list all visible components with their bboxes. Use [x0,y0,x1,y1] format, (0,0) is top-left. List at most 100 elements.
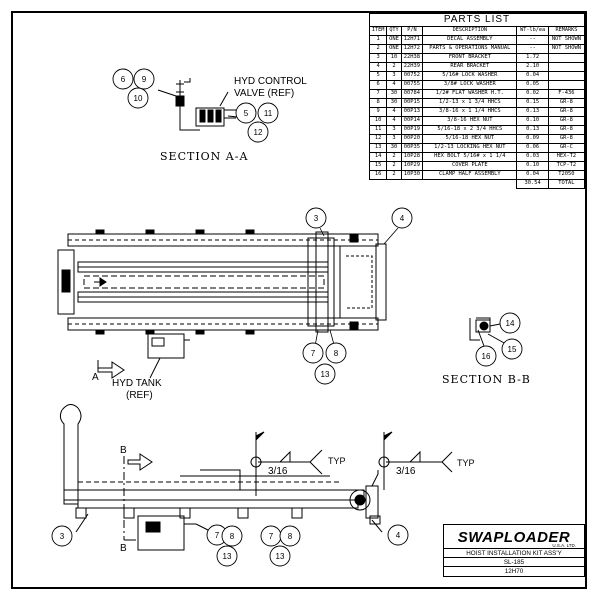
parts-cell: 3/8# LOCK WASHER [422,80,518,90]
balloon-4-plan: 4 [400,214,405,223]
parts-cell: 3 [368,53,388,63]
parts-cell: COVER PLATE [422,161,518,171]
parts-cell: GR-C [547,143,586,153]
company-logo: SWAPLOADER [457,528,571,546]
leader-lines [313,227,399,353]
parts-cell: 00P19 [400,125,424,135]
parts-cell: 1.72 [516,53,549,63]
balloon-9: 9 [142,75,147,84]
parts-cell: 5/16-18 HEX NUT [422,134,518,144]
hyd-tank-label-2: (REF) [126,390,153,401]
parts-cell: GR-8 [547,134,586,144]
balloon-7-side-b: 7 [269,532,274,541]
parts-cell: 1/2-13 LOCKING HEX NUT [422,143,518,153]
balloon-15: 15 [508,345,517,354]
parts-cell: GR-8 [547,125,586,135]
balloon-3-plan: 3 [314,214,319,223]
balloon-numbers: 6 9 10 5 11 12 3 4 7 8 13 14 16 15 3 4 7… [60,75,517,561]
parts-cell [547,80,586,90]
balloon-13-plan: 13 [321,370,330,379]
section-arrow-b-label-top: B [120,445,127,456]
balloon-10: 10 [134,94,143,103]
parts-cell: NOT SHOWN [547,35,586,45]
parts-cell: 00784 [400,89,424,99]
parts-total-spacer [370,180,387,189]
parts-cell: 2 [386,161,402,171]
parts-cell: 00P14 [400,116,424,126]
parts-cell: GR-8 [547,116,586,126]
parts-cell: 0.10 [516,116,549,126]
weld-typ-left: TYP [328,456,346,466]
parts-cell: 0.02 [516,89,549,99]
side-view-frame [59,404,453,551]
balloon-8-side-a: 8 [230,532,235,541]
parts-cell: 7 [368,89,388,99]
parts-cell: 00752 [400,71,424,81]
parts-cell: 22H38 [400,53,424,63]
view-labels: HYD CONTROL VALVE (REF) SECTION A-A SECT… [92,76,531,554]
parts-cell: 00P15 [400,98,424,108]
logo-box: SWAPLOADER U.S.A. LTD. [443,524,585,549]
balloons [51,68,523,567]
weld-typ-right: TYP [457,458,475,468]
parts-cell: 10 [386,53,402,63]
balloon-4-side: 4 [396,531,401,540]
parts-cell: 12H72 [400,44,424,54]
parts-cell: 0.05 [516,80,549,90]
company-logo-sub: U.S.A. LTD. [552,543,576,548]
parts-cell: 0.13 [516,107,549,117]
parts-cell: 12H71 [400,35,424,45]
parts-cell [547,71,586,81]
hyd-control-label-2: VALVE (REF) [234,88,294,99]
parts-cell: 15 [368,161,388,171]
parts-cell [547,62,586,72]
balloon-8-side-b: 8 [288,532,293,541]
parts-col-header: ITEM [368,26,388,36]
section-aa-label: SECTION A-A [160,150,248,163]
parts-total-spacer [423,180,517,189]
parts-cell: F-436 [547,89,586,99]
parts-cell: DECAL ASSEMBLY [422,35,518,45]
parts-cell: 10P30 [400,170,424,180]
balloon-7-side-a: 7 [215,531,220,540]
parts-cell: 5/16# LOCK WASHER [422,71,518,81]
section-bb-label: SECTION B-B [442,373,531,386]
parts-cell: HEX-T2 [547,152,586,162]
parts-cell: 0.15 [516,98,549,108]
parts-cell: 4 [386,107,402,117]
parts-cell: 5 [368,71,388,81]
parts-total-spacer [401,180,423,189]
parts-cell: 11 [368,125,388,135]
parts-col-header: P/N [400,26,424,36]
parts-cell: 2 [386,152,402,162]
parts-cell: 2.10 [516,62,549,72]
balloon-3-side: 3 [60,532,65,541]
section-arrow-b-label-bottom: B [120,543,127,554]
parts-cell: GR-8 [547,107,586,117]
parts-cell: HEX BOLT 5/16# x 1 1/4 [422,152,518,162]
parts-cell: 3 [386,134,402,144]
parts-cell: 2 [368,44,388,54]
parts-col-header: REMARKS [547,26,586,36]
parts-cell: -- [516,44,549,54]
parts-cell: 5/16-18 x 2 3/4 HHCS [422,125,518,135]
parts-cell: -- [516,35,549,45]
parts-cell: 4 [386,116,402,126]
parts-cell: TCP-T2 [547,161,586,171]
balloon-12: 12 [254,128,263,137]
parts-cell: 8 [368,98,388,108]
